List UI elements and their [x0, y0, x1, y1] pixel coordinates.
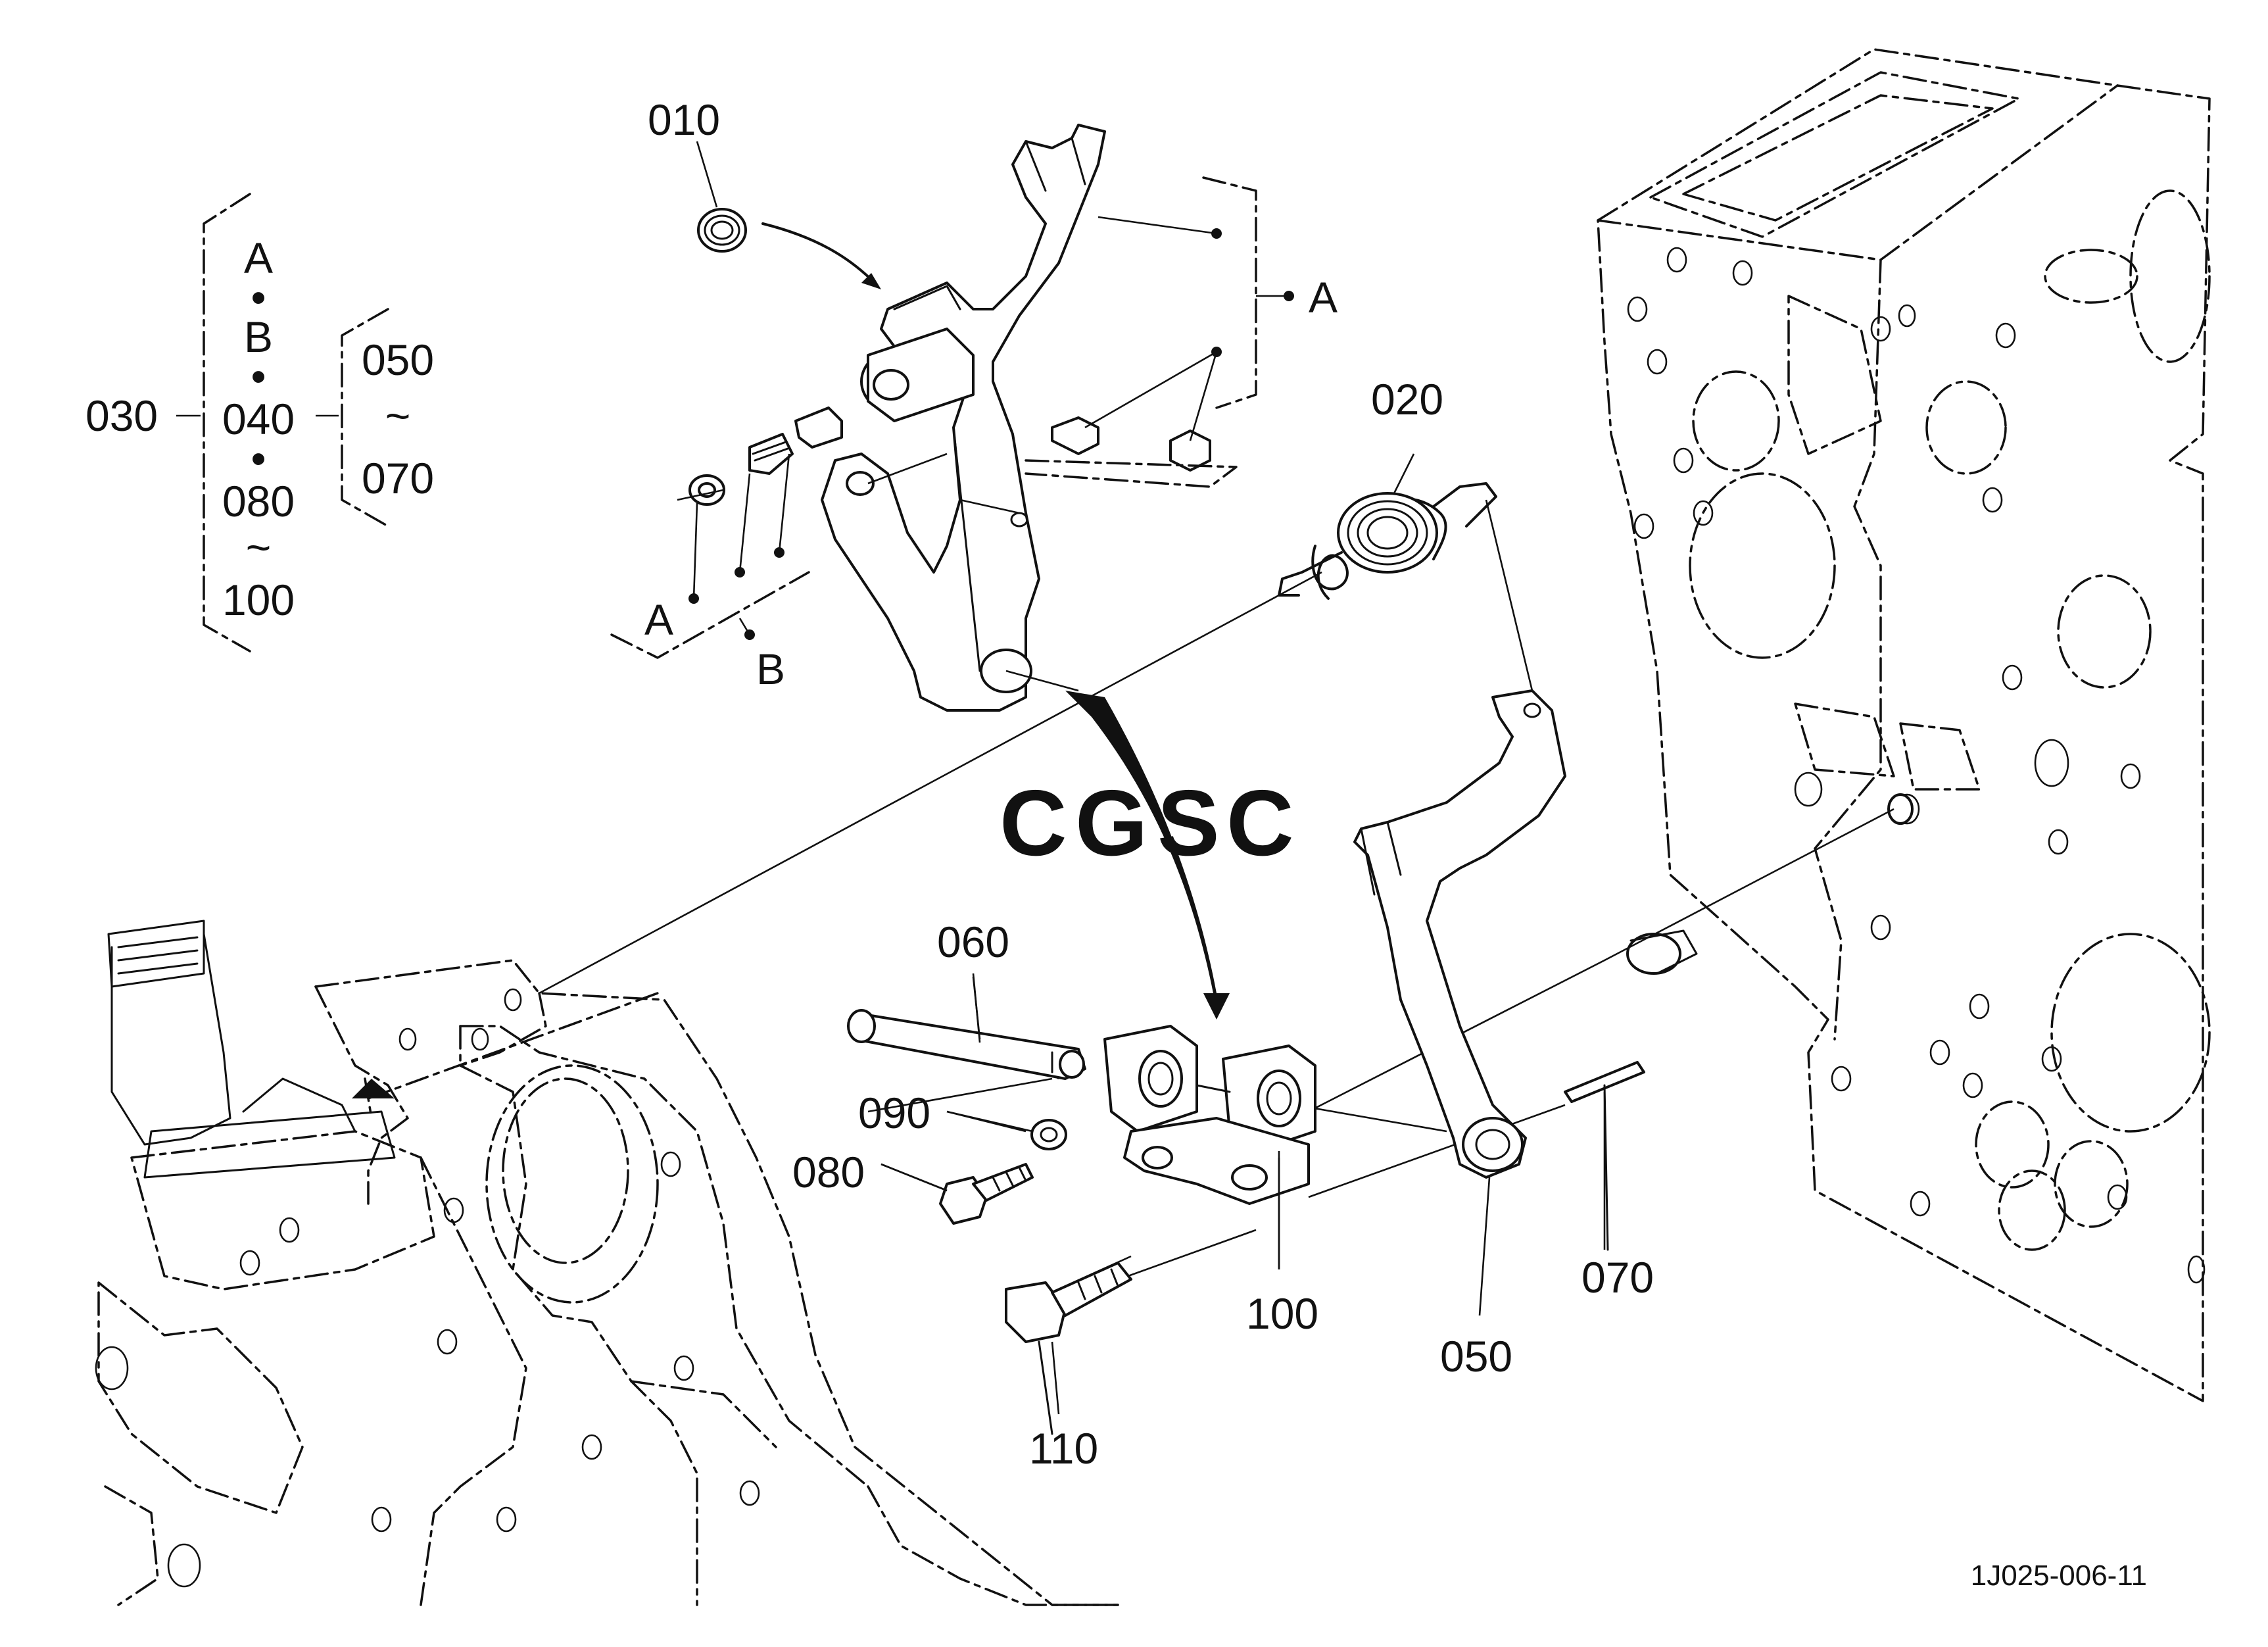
fork-lever-030 [821, 124, 1106, 712]
svg-text:S: S [1157, 771, 1220, 875]
callout-090: 090 [858, 1089, 930, 1137]
spring-010 [697, 208, 881, 289]
legend-sub-range-mark: ~ [385, 391, 411, 440]
alignment-lines [352, 499, 1894, 1291]
washer-090 [946, 1110, 1067, 1150]
callout-leaders [696, 141, 1606, 1415]
legend-separator: • [251, 434, 266, 483]
legend-item-a: A [244, 234, 273, 282]
callout-100: 100 [1246, 1289, 1318, 1338]
shaft-060 [847, 973, 1086, 1080]
legend-separator: • [251, 273, 266, 322]
group-bracket-ab-left [610, 453, 810, 659]
callout-060: 060 [937, 918, 1009, 966]
legend-separator: • [251, 352, 266, 401]
legend-label-030: 030 [85, 391, 158, 440]
svg-text:G: G [1075, 771, 1147, 875]
assembly-arrow [1005, 670, 1230, 1020]
engine-block-outline [1597, 48, 2211, 1402]
group-markers: A A B [644, 273, 1338, 693]
legend-item-b: B [244, 312, 273, 361]
legend-sub-from-050: 050 [362, 335, 434, 384]
gear-case-outline [95, 920, 1119, 1606]
legend-sub-to-070: 070 [362, 454, 434, 503]
cgsc-watermark: C G S C [1000, 771, 1294, 875]
group-marker-b-left: B [756, 645, 785, 693]
group-bracket-a-right [1025, 176, 1294, 488]
callout-110: 110 [1029, 1424, 1098, 1473]
svg-text:C: C [1226, 771, 1294, 875]
callout-070: 070 [1581, 1253, 1654, 1302]
part-callouts: 010 020 060 090 080 100 050 070 110 [648, 95, 1654, 1473]
bolt-110 [1005, 1262, 1132, 1435]
callout-050: 050 [1440, 1332, 1512, 1381]
bracket-100 [1103, 1025, 1316, 1269]
spring-020 [1278, 482, 1497, 600]
group-marker-a-left: A [644, 595, 673, 644]
lever-050 [1353, 689, 1566, 1179]
svg-text:C: C [1000, 771, 1067, 875]
legend-item-080: 080 [222, 477, 295, 526]
callout-080: 080 [792, 1148, 865, 1196]
callout-010: 010 [648, 95, 720, 144]
legend-item-040: 040 [222, 395, 295, 443]
assembly-legend: 030 A • B • 040 • 080 ~ 100 050 ~ 070 [85, 193, 434, 652]
legend-item-100: 100 [222, 576, 295, 624]
group-marker-a-right: A [1309, 273, 1338, 322]
callout-020: 020 [1371, 375, 1443, 424]
drawing-code: 1J025-006-11 [1971, 1560, 2147, 1592]
legend-range-mark: ~ [246, 523, 272, 572]
fork-pins [688, 406, 1211, 506]
